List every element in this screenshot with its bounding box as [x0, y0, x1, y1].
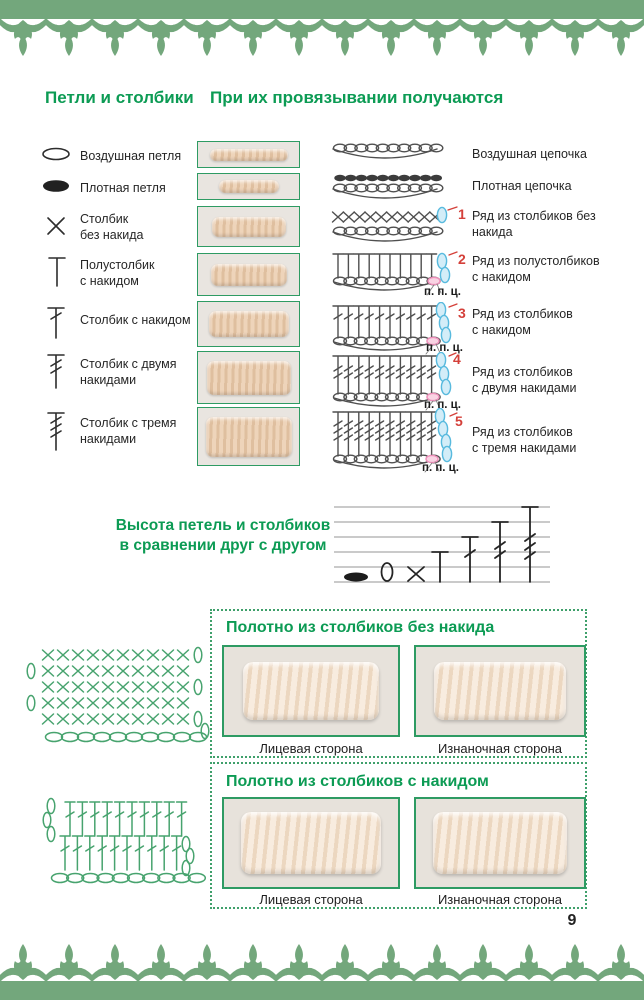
fabric-photo-front: [222, 797, 400, 889]
stitch-name: Плотная петля: [80, 181, 166, 195]
treble-row-diagram: [332, 352, 457, 411]
double-crochet-icon: [47, 307, 65, 339]
page-title-left: Петли и столбики: [45, 88, 194, 107]
stitch-swatch-photo: [197, 351, 300, 404]
stitch-swatch-photo: [197, 407, 300, 466]
photo-caption: Лицевая сторона: [259, 741, 363, 756]
half-double-row-diagram: [332, 251, 458, 296]
single-crochet-icon: [47, 217, 65, 235]
single-crochet-fabric-chart: [26, 646, 210, 743]
stitch-name: Полустолбик с накидом: [80, 258, 155, 288]
bottom-lace-border-image: [0, 942, 644, 1000]
stitch-swatch-photo: [197, 173, 300, 200]
stitch-name: Столбик с накидом: [80, 313, 191, 327]
result-label: Воздушная цепочка: [472, 147, 587, 161]
result-label: Ряд из столбиков с двумя накидами: [472, 365, 577, 395]
turning-chain-label: п. п. ц.: [424, 399, 461, 411]
dense-chain-diagram: [332, 174, 444, 199]
photo-caption: Изнаночная сторона: [437, 741, 563, 756]
stitch-name: Столбик без накида: [80, 212, 144, 242]
double-crochet-row-diagram: [332, 302, 458, 355]
single-crochet-row-diagram: [331, 206, 458, 242]
row-number-badge: 2: [458, 251, 466, 267]
result-label: Ряд из столбиков без накида: [472, 209, 596, 239]
stitch-swatch-photo: [197, 206, 300, 247]
row-number-badge: 3: [458, 305, 466, 321]
fabric-photo-back: [414, 645, 586, 737]
treble-crochet-icon: [47, 354, 65, 389]
turning-chain-label: п. п. ц.: [422, 462, 459, 474]
height-comparison-title: Высота петель и столбиков в сравнении др…: [115, 517, 331, 555]
page-number: 9: [567, 912, 577, 929]
page-title-right: При их провязывании получаются: [210, 88, 504, 107]
section-title: Полотно из столбиков с накидом: [226, 773, 489, 790]
fabric-section-dc: Полотно из столбиков с накидом Лицевая с…: [210, 762, 587, 909]
top-lace-border-image: [0, 0, 644, 58]
row-number-badge: 4: [453, 351, 461, 367]
half-double-crochet-icon: [48, 257, 66, 287]
stitch-name: Столбик с тремя накидами: [80, 416, 177, 446]
double-treble-crochet-icon: [47, 412, 65, 451]
row-number-badge: 1: [458, 206, 466, 222]
air-chain-diagram: [332, 143, 444, 159]
stitch-swatch-photo: [197, 301, 300, 347]
double-treble-row-diagram: [332, 408, 458, 473]
photo-caption: Изнаночная сторона: [437, 892, 563, 907]
stitch-swatch-photo: [197, 253, 300, 296]
double-crochet-fabric-chart: [42, 797, 207, 884]
result-label: Ряд из столбиков с накидом: [472, 307, 573, 337]
stitch-swatch-photo: [197, 141, 300, 168]
photo-caption: Лицевая сторона: [259, 892, 363, 907]
fabric-photo-back: [414, 797, 586, 889]
section-title: Полотно из столбиков без накида: [226, 619, 495, 636]
result-label: Ряд из столбиков с тремя накидами: [472, 425, 577, 455]
turning-chain-label: п. п. ц.: [424, 286, 461, 298]
stitch-name: Столбик с двумя накидами: [80, 357, 177, 387]
air-loop-icon: [42, 147, 70, 161]
result-label: Ряд из полустолбиков с накидом: [472, 254, 600, 284]
fabric-section-sc: Полотно из столбиков без накида Лицевая …: [210, 609, 587, 758]
stitch-name: Воздушная петля: [80, 149, 182, 163]
row-number-badge: 5: [455, 413, 463, 429]
dense-loop-icon: [43, 180, 69, 192]
result-label: Плотная цепочка: [472, 179, 572, 193]
height-comparison-diagram: [334, 506, 550, 583]
turning-chain-label: п. п. ц.: [426, 342, 463, 354]
fabric-photo-front: [222, 645, 400, 737]
